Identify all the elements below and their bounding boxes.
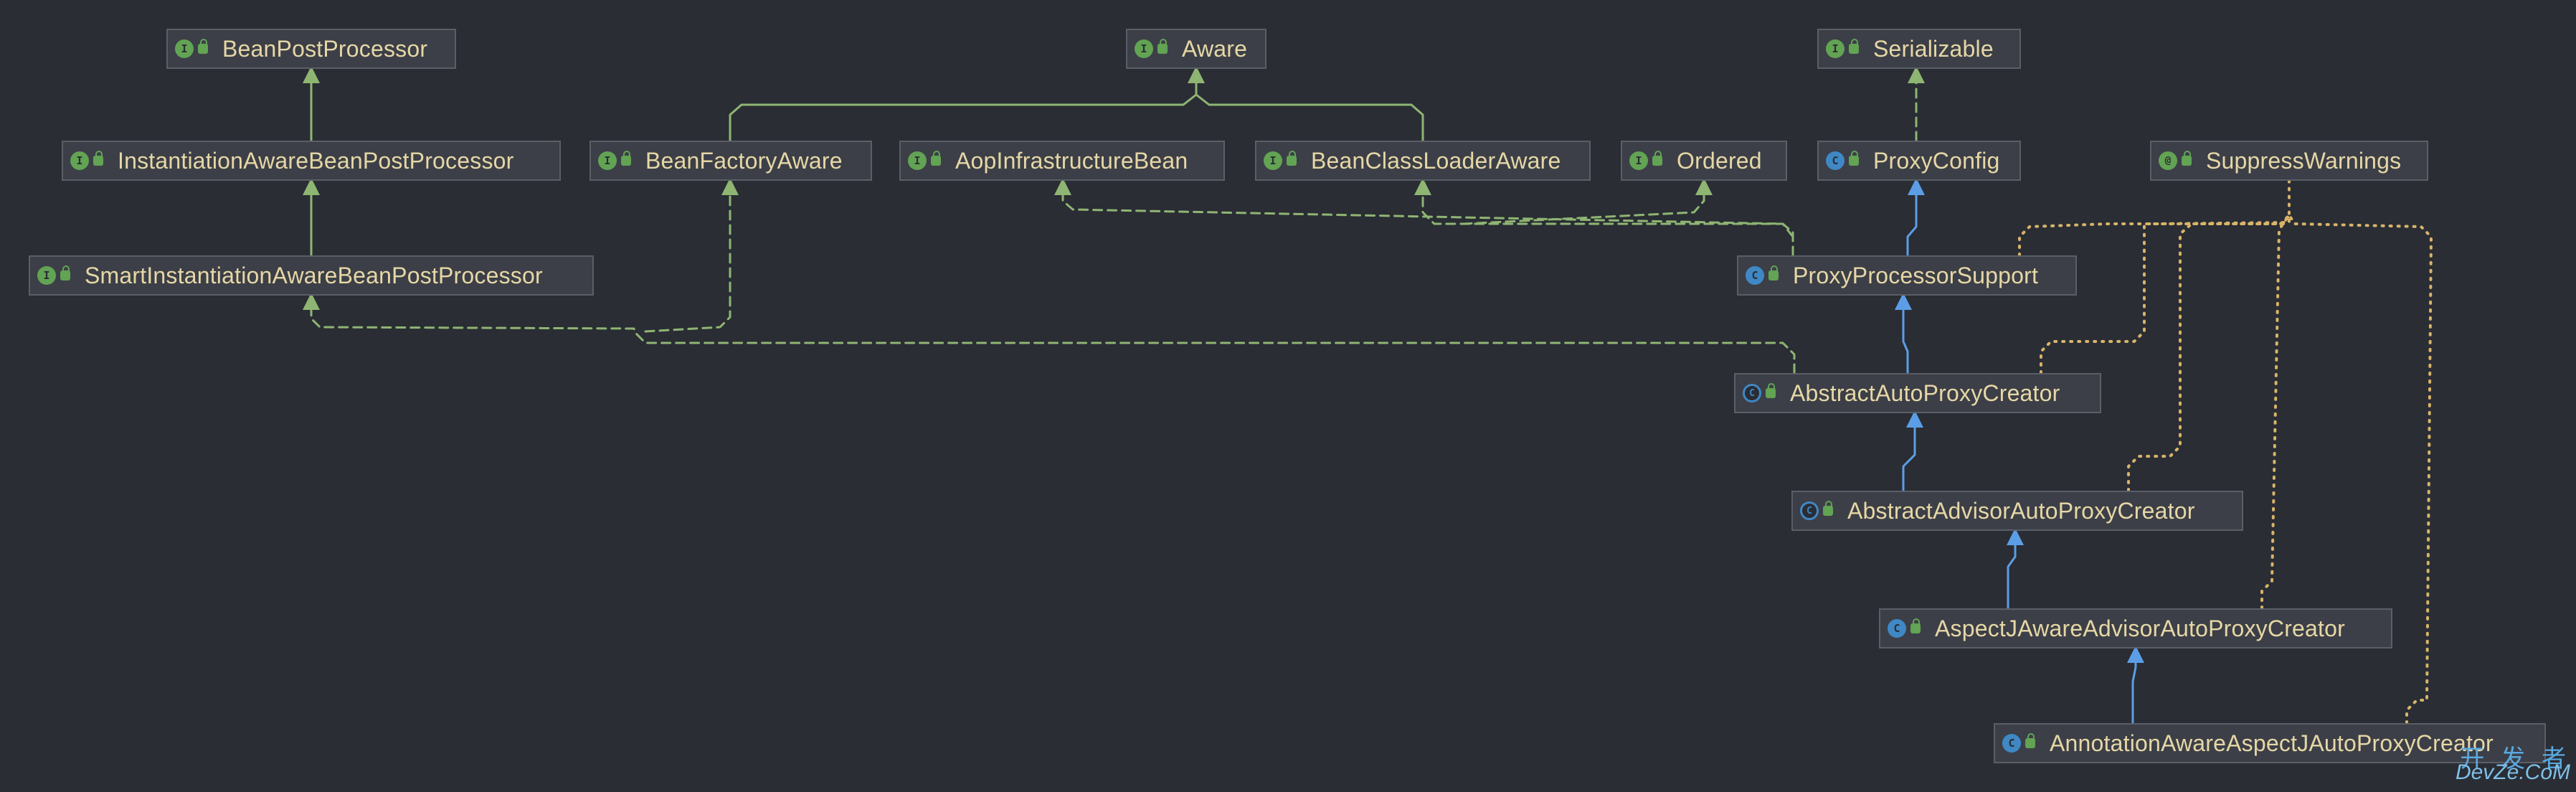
edge-arrowhead <box>2007 528 2024 545</box>
public-access-icon <box>2025 733 2035 748</box>
edge-arrowhead <box>1054 178 1071 195</box>
relationship-edge <box>2260 214 2291 610</box>
watermark-text-top: 开 发 者 <box>2460 745 2570 773</box>
interface-icon: I <box>1826 39 1845 58</box>
edge-arrowhead <box>1188 66 1205 83</box>
class-icon: C <box>1826 151 1845 170</box>
node-bean-factory-aware[interactable]: I BeanFactoryAware <box>589 141 872 181</box>
relationship-edge <box>729 67 1198 142</box>
interface-icon: I <box>37 266 56 285</box>
public-access-icon <box>1287 151 1297 166</box>
node-bean-post-processor[interactable]: I BeanPostProcessor <box>166 29 456 69</box>
public-access-icon <box>621 151 631 166</box>
node-instantiation-aware-bean-post-processor[interactable]: I InstantiationAwareBeanPostProcessor <box>62 141 561 181</box>
edge-arrowhead <box>721 178 739 195</box>
relationship-edge <box>310 294 1796 374</box>
node-label: Aware <box>1182 35 1248 62</box>
relationship-edge <box>1902 294 1909 374</box>
node-abstract-auto-proxy-creator[interactable]: C AbstractAutoProxyCreator <box>1734 373 2101 413</box>
abstract-class-icon: C <box>1800 501 1819 520</box>
interface-icon: I <box>598 151 617 170</box>
public-access-icon <box>931 151 941 166</box>
node-label: SmartInstantiationAwareBeanPostProcessor <box>85 262 543 288</box>
relationship-edge <box>2288 214 2433 725</box>
public-access-icon <box>93 151 103 166</box>
node-label: Ordered <box>1677 147 1762 174</box>
public-access-icon <box>198 39 208 54</box>
node-aspectj-aware-advisor-auto-proxy-creator[interactable]: C AspectJAwareAdvisorAutoProxyCreator <box>1879 608 2392 649</box>
public-access-icon <box>1768 265 1779 280</box>
interface-icon: I <box>908 151 927 170</box>
edge-arrowhead <box>1906 410 1923 428</box>
edge-arrowhead <box>2127 646 2144 663</box>
relationship-edge <box>2040 179 2291 374</box>
node-aware[interactable]: I Aware <box>1126 29 1266 69</box>
node-label: BeanClassLoaderAware <box>1311 147 1561 174</box>
node-label: AbstractAdvisorAutoProxyCreator <box>1847 497 2195 524</box>
node-abstract-advisor-auto-proxy-creator[interactable]: C AbstractAdvisorAutoProxyCreator <box>1791 491 2243 531</box>
node-label: AnnotationAwareAspectJAutoProxyCreator <box>2050 730 2494 756</box>
node-bean-class-loader-aware[interactable]: I BeanClassLoaderAware <box>1255 141 1591 181</box>
node-label: Serializable <box>1873 35 1994 62</box>
class-icon: C <box>2002 734 2021 753</box>
relationship-edge <box>1462 179 1705 225</box>
edge-arrowhead <box>303 293 320 310</box>
node-label: InstantiationAwareBeanPostProcessor <box>118 147 514 174</box>
interface-icon: I <box>1264 151 1282 170</box>
public-access-icon <box>1766 383 1776 398</box>
relationship-edge <box>1421 179 1794 238</box>
node-aop-infrastructure-bean[interactable]: I AopInfrastructureBean <box>899 141 1225 181</box>
public-access-icon <box>1157 39 1168 54</box>
abstract-class-icon: C <box>1743 384 1761 402</box>
interface-icon: I <box>70 151 89 170</box>
node-ordered[interactable]: I Ordered <box>1621 141 1787 181</box>
interface-icon: I <box>175 39 194 58</box>
node-label: SuppressWarnings <box>2206 147 2402 174</box>
edge-arrowhead <box>303 66 320 83</box>
edge-arrowhead <box>1908 178 1925 195</box>
public-access-icon <box>60 265 70 280</box>
interface-icon: I <box>1629 151 1648 170</box>
relationship-edge <box>1195 93 1424 142</box>
node-label: ProxyProcessorSupport <box>1793 262 2039 288</box>
node-label: BeanFactoryAware <box>645 147 843 174</box>
edge-arrowhead <box>1414 178 1431 195</box>
node-proxy-processor-support[interactable]: C ProxyProcessorSupport <box>1737 255 2077 296</box>
edge-arrowhead <box>303 178 320 195</box>
edge-arrowhead <box>1895 293 1912 310</box>
class-icon: C <box>1888 619 1906 638</box>
public-access-icon <box>1849 39 1859 54</box>
public-access-icon <box>2182 151 2192 166</box>
watermark-text-bottom: DevZe.CoM <box>2455 760 2570 784</box>
node-label: AbstractAutoProxyCreator <box>1790 380 2060 406</box>
node-label: AopInfrastructureBean <box>955 147 1188 174</box>
public-access-icon <box>1910 618 1921 633</box>
edge-arrowhead <box>1695 178 1713 195</box>
relationship-edge <box>1902 412 1916 492</box>
node-label: AspectJAwareAdvisorAutoProxyCreator <box>1935 615 2345 641</box>
node-serializable[interactable]: I Serializable <box>1817 29 2021 69</box>
node-annotation-aware-aspectj-auto-proxy-creator[interactable]: C AnnotationAwareAspectJAutoProxyCreator <box>1994 723 2546 763</box>
node-suppress-warnings[interactable]: @ SuppressWarnings <box>2150 141 2428 181</box>
watermark-logo: 开 发 者 DevZe.CoM <box>2455 739 2573 789</box>
relationship-edge <box>2127 214 2291 492</box>
public-access-icon <box>1849 151 1859 166</box>
edge-arrowhead <box>1908 66 1925 83</box>
node-smart-instantiation-aware-bean-post-processor[interactable]: I SmartInstantiationAwareBeanPostProcess… <box>29 255 594 296</box>
node-proxy-config[interactable]: C ProxyConfig <box>1817 141 2021 181</box>
relationship-edge <box>644 179 731 333</box>
public-access-icon <box>1823 501 1833 516</box>
interface-icon: I <box>1135 39 1153 58</box>
relationship-edge <box>2018 214 2291 257</box>
annotation-icon: @ <box>2159 151 2177 170</box>
class-icon: C <box>1746 266 1764 285</box>
node-label: ProxyConfig <box>1873 147 2000 174</box>
public-access-icon <box>1652 151 1662 166</box>
relationship-edge <box>1906 179 1918 257</box>
node-label: BeanPostProcessor <box>222 35 428 62</box>
